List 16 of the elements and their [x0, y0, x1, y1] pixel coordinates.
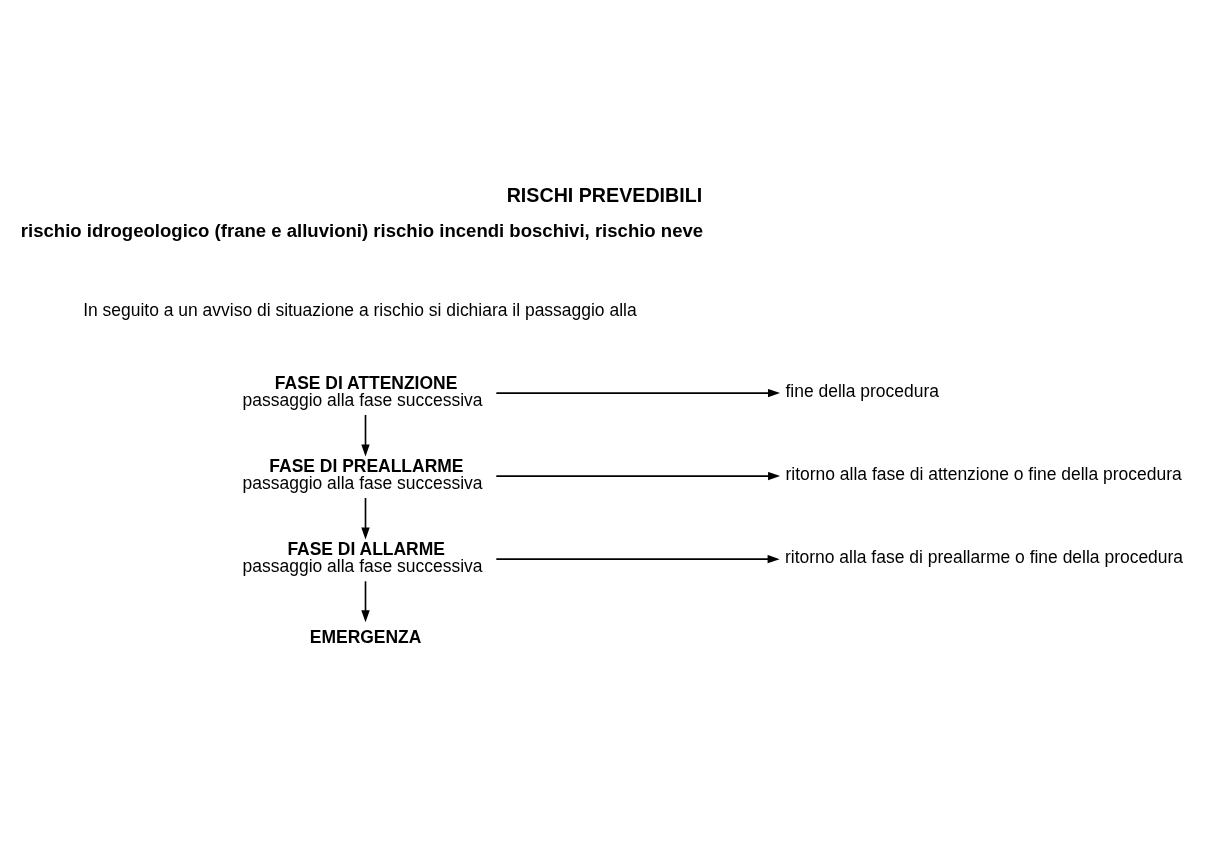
arrow — [495, 388, 781, 398]
diagram-title: RISCHI PREVEDIBILI — [506, 184, 703, 207]
label: rischio idrogeologico (frane e alluvioni) rischio incendi boschivi, rischio neve — [20, 220, 704, 241]
node-text: ritorno alla fase di attenzione o fine della procedura — [785, 464, 1182, 485]
node-text: FASE DI PREALLARME passaggio alla fase successiva — [242, 455, 483, 494]
node-text: FASE DI ALLARME passaggio alla fase successiva — [242, 538, 483, 577]
arrow — [495, 554, 780, 564]
node-text: EMERGENZA — [309, 627, 422, 648]
node-text: ritorno alla fase di preallarme o fine della procedura — [784, 547, 1184, 568]
arrow — [495, 471, 781, 481]
node-text: FASE DI ATTENZIONE passaggio alla fase successiva — [242, 372, 483, 410]
label: In seguito a un avviso di situazione a rischio si dichiara il passaggio alla — [83, 300, 637, 321]
node-text: fine della procedura — [785, 381, 939, 402]
arrow — [361, 414, 370, 457]
arrow — [361, 497, 370, 540]
arrow — [361, 580, 370, 623]
